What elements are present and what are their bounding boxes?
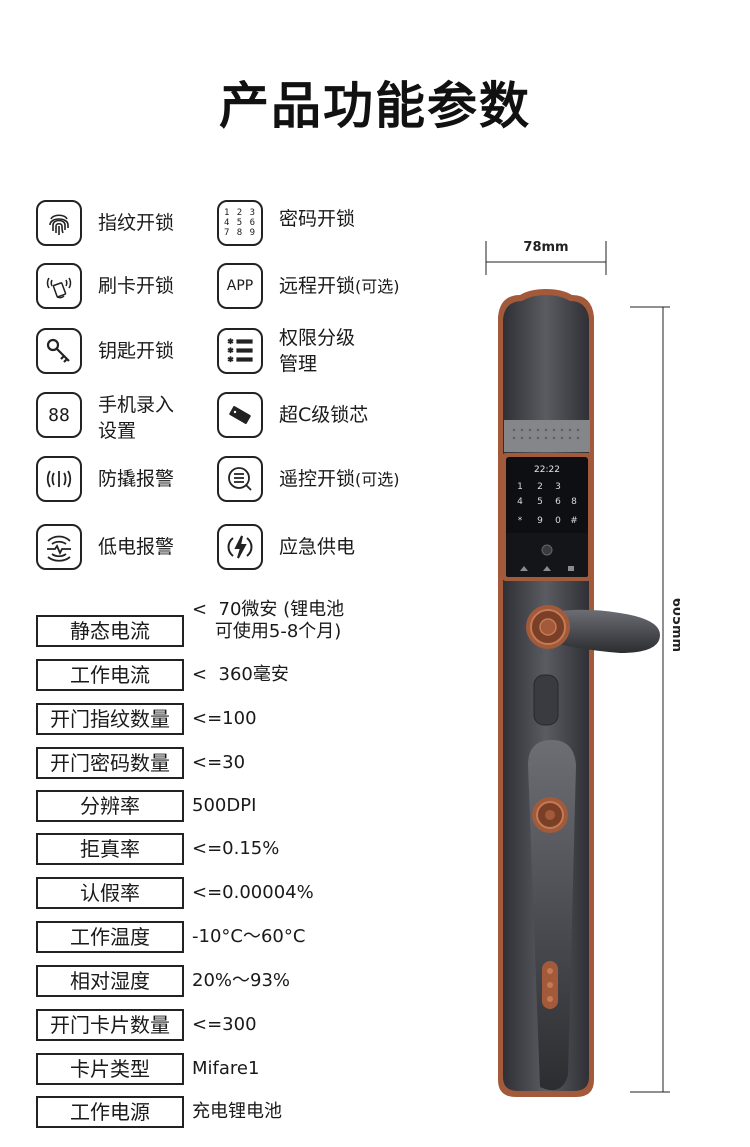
spec-label: 拒真率	[36, 833, 184, 865]
feature-label: 低电报警	[98, 536, 175, 558]
svg-text:2: 2	[537, 482, 543, 492]
width-dimension: 78mm	[485, 240, 607, 275]
card-swipe-icon	[36, 263, 82, 309]
spec-value: Mifare1	[192, 1058, 260, 1079]
spec-label: 工作电源	[36, 1096, 184, 1128]
spec-value: <=30	[192, 752, 246, 773]
spec-label: 工作电流	[36, 659, 184, 691]
svg-text:#: #	[570, 516, 578, 526]
svg-text:6: 6	[555, 497, 561, 507]
permission-list-icon: * * *	[217, 328, 263, 374]
feature-label: 刷卡开锁	[98, 275, 175, 297]
feature-label: 权限分级管理	[279, 327, 356, 375]
svg-text:3: 3	[555, 482, 561, 492]
spec-value: <=300	[192, 1014, 257, 1035]
svg-text:1: 1	[517, 482, 523, 492]
svg-text:5: 5	[537, 497, 543, 507]
height-dimension: 605mm	[630, 306, 680, 1093]
feature-label: 远程开锁(可选)	[279, 275, 400, 297]
spec-value: <=0.15%	[192, 838, 280, 859]
digital-display-icon: 88	[36, 392, 82, 438]
low-battery-alarm-icon	[36, 524, 82, 570]
speaker-grille	[504, 420, 590, 452]
keypad-digits: 1 2 3 4 5 6 8 * 9 0 #	[517, 482, 578, 526]
emergency-power-icon	[217, 524, 263, 570]
svg-text:*: *	[518, 516, 523, 526]
spec-value: < 70微安 (锂电池 可使用5-8个月)	[192, 599, 345, 642]
spec-label: 相对湿度	[36, 965, 184, 997]
key-cylinder-cover	[533, 674, 559, 726]
fingerprint-icon	[36, 200, 82, 246]
keypad-icon: 1 2 3 4 5 6 7 8 9	[217, 200, 263, 246]
keypad-row: 7 8 9	[223, 228, 257, 238]
feature-label: 防撬报警	[98, 468, 175, 490]
spec-label: 静态电流	[36, 615, 184, 647]
spec-label: 卡片类型	[36, 1053, 184, 1085]
spec-label: 认假率	[36, 877, 184, 909]
spec-label: 分辨率	[36, 790, 184, 822]
app-icon: APP	[217, 263, 263, 309]
spec-label: 开门指纹数量	[36, 703, 184, 735]
upper-handle	[526, 605, 660, 653]
feature-label: 超C级锁芯	[279, 404, 369, 426]
feature-label: 遥控开锁(可选)	[279, 468, 400, 490]
spec-value: 500DPI	[192, 795, 257, 816]
spec-value: < 360毫安	[192, 664, 289, 685]
keypad-row: 4 5 6	[223, 218, 257, 228]
feature-label: 钥匙开锁	[98, 340, 175, 362]
feature-label: 指纹开锁	[98, 212, 175, 234]
spec-value: <=0.00004%	[192, 882, 314, 903]
key-icon	[36, 328, 82, 374]
svg-text:*: *	[228, 338, 233, 349]
svg-text:0: 0	[555, 516, 561, 526]
page-title: 产品功能参数	[219, 77, 531, 135]
spec-value: 20%～93%	[192, 970, 291, 991]
smart-lock-image: 78mm 605mm 22:22 1 2 3 4 5 6 8 * 9 0 #	[485, 240, 680, 1097]
feature-label: 应急供电	[279, 536, 356, 558]
svg-text:9: 9	[537, 516, 543, 526]
remote-control-icon	[217, 456, 263, 502]
spec-value: -10°C～60°C	[192, 926, 306, 947]
svg-text:*: *	[228, 356, 233, 367]
spec-value: 充电锂电池	[192, 1101, 282, 1122]
spec-label: 开门密码数量	[36, 747, 184, 779]
svg-text:8: 8	[571, 497, 577, 507]
keypad-row: 1 2 3	[223, 208, 257, 218]
height-label: 605mm	[669, 598, 680, 652]
svg-text:*: *	[228, 347, 233, 358]
svg-text:4: 4	[517, 497, 523, 507]
fingerprint-sensor	[541, 544, 553, 556]
feature-label: 密码开锁	[279, 208, 356, 230]
spec-value: <=100	[192, 708, 257, 729]
feature-label: 手机录入设置	[98, 394, 175, 442]
anti-pry-alarm-icon	[36, 456, 82, 502]
width-label: 78mm	[523, 240, 568, 255]
screen-time: 22:22	[534, 465, 560, 475]
pull-handle	[528, 740, 576, 1091]
spec-label: 开门卡片数量	[36, 1009, 184, 1041]
lock-core-icon	[217, 392, 263, 438]
spec-label: 工作温度	[36, 921, 184, 953]
